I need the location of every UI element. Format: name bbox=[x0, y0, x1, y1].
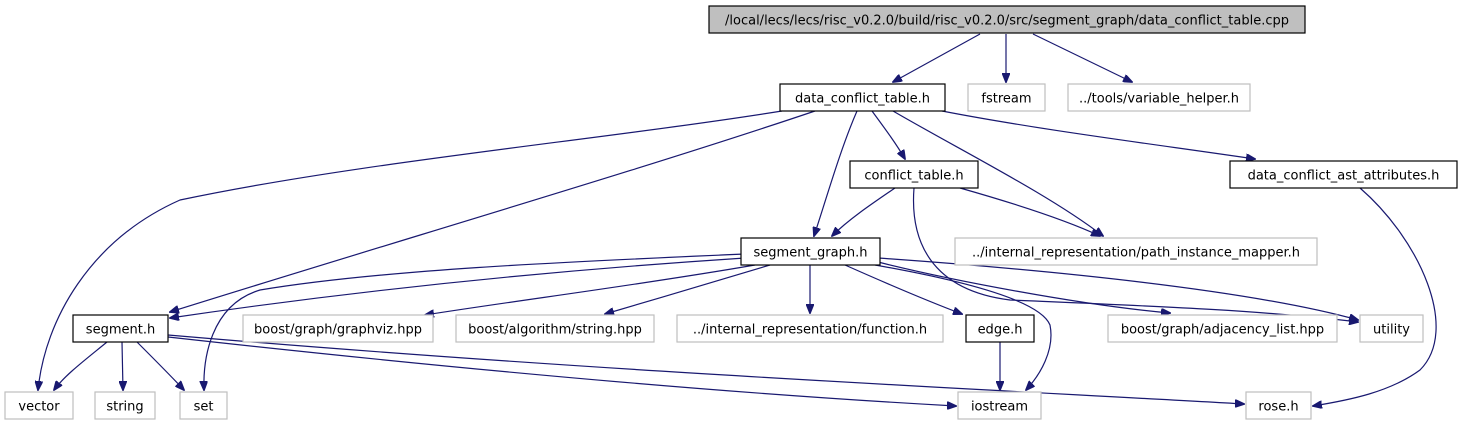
node-box bbox=[1229, 160, 1458, 189]
edge-dct_h-to-segment_h bbox=[170, 110, 816, 312]
node-vector[interactable]: vector bbox=[4, 391, 74, 420]
node-label: data_conflict_ast_attributes.h bbox=[1248, 169, 1440, 184]
edge-dct_h-to-segment_graph_h bbox=[814, 110, 858, 236]
node-box bbox=[179, 391, 228, 420]
edge-segment_graph_h-to-algstring bbox=[605, 264, 771, 314]
node-box bbox=[954, 237, 1318, 266]
node-box bbox=[1359, 314, 1424, 343]
node-box bbox=[849, 160, 979, 189]
node-box bbox=[72, 314, 169, 343]
edge-root-to-dct_h bbox=[893, 33, 981, 82]
node-fstream[interactable]: fstream bbox=[967, 83, 1046, 112]
node-box bbox=[957, 391, 1042, 420]
node-algstring[interactable]: boost/algorithm/string.hpp bbox=[455, 314, 655, 343]
node-box bbox=[1245, 391, 1312, 420]
node-box bbox=[740, 237, 881, 266]
edge-segment_h-to-iostream bbox=[167, 336, 956, 406]
node-box bbox=[676, 314, 944, 343]
node-label: boost/graph/graphviz.hpp bbox=[254, 323, 422, 338]
node-label: rose.h bbox=[1258, 400, 1298, 415]
node-label: edge.h bbox=[978, 323, 1023, 338]
node-box bbox=[779, 83, 946, 112]
node-pim-h[interactable]: ../internal_representation/path_instance… bbox=[954, 237, 1318, 266]
node-edge-h[interactable]: edge.h bbox=[965, 314, 1035, 343]
node-label: vector bbox=[18, 400, 60, 415]
node-label: conflict_table.h bbox=[864, 169, 963, 184]
edge-conflict_h-to-segment_graph_h bbox=[832, 187, 896, 236]
edge-dct_h-to-pim_h bbox=[892, 110, 1103, 236]
node-segment-graph-h[interactable]: segment_graph.h bbox=[740, 237, 881, 266]
node-box bbox=[4, 391, 74, 420]
nodes-layer: /local/lecs/lecs/risc_v0.2.0/build/risc_… bbox=[4, 5, 1458, 420]
node-label: utility bbox=[1373, 323, 1410, 338]
edge-dcaa_h-to-rose_h bbox=[1313, 187, 1437, 406]
node-utility[interactable]: utility bbox=[1359, 314, 1424, 343]
node-box bbox=[1067, 83, 1251, 112]
node-adjlist[interactable]: boost/graph/adjacency_list.hpp bbox=[1107, 314, 1338, 343]
node-string[interactable]: string bbox=[94, 391, 156, 420]
node-label: iostream bbox=[971, 400, 1028, 415]
edge-root-to-varhelper bbox=[1032, 33, 1132, 82]
edge-segment_h-to-vector bbox=[54, 341, 108, 390]
node-label: ../internal_representation/path_instance… bbox=[972, 246, 1300, 261]
edge-segment_graph_h-to-adjlist bbox=[877, 261, 1170, 313]
edge-segment_h-to-set bbox=[136, 341, 184, 390]
node-label: set bbox=[194, 400, 214, 415]
edge-segment_graph_h-to-segment_h bbox=[170, 257, 746, 318]
node-label: boost/algorithm/string.hpp bbox=[468, 323, 642, 338]
edge-segment_h-to-rose_h bbox=[167, 334, 1244, 404]
node-dcaa-h[interactable]: data_conflict_ast_attributes.h bbox=[1229, 160, 1458, 189]
node-segment-h[interactable]: segment.h bbox=[72, 314, 169, 343]
node-root[interactable]: /local/lecs/lecs/risc_v0.2.0/build/risc_… bbox=[708, 5, 1306, 34]
node-conflict-h[interactable]: conflict_table.h bbox=[849, 160, 979, 189]
node-label: string bbox=[106, 400, 143, 415]
edge-conflict_h-to-pim_h bbox=[959, 187, 1100, 236]
node-box bbox=[1107, 314, 1338, 343]
node-dct-h[interactable]: data_conflict_table.h bbox=[779, 83, 946, 112]
edges-layer bbox=[38, 33, 1437, 406]
node-box bbox=[708, 5, 1306, 34]
node-box bbox=[94, 391, 156, 420]
node-function-h[interactable]: ../internal_representation/function.h bbox=[676, 314, 944, 343]
node-graphviz[interactable]: boost/graph/graphviz.hpp bbox=[242, 314, 434, 343]
node-label: /local/lecs/lecs/risc_v0.2.0/build/risc_… bbox=[725, 14, 1289, 29]
edge-segment_graph_h-to-utility bbox=[877, 257, 1358, 320]
node-box bbox=[967, 83, 1046, 112]
edge-segment_graph_h-to-edge_h bbox=[844, 264, 962, 314]
node-label: ../tools/variable_helper.h bbox=[1079, 92, 1239, 107]
edge-conflict_h-to-utility bbox=[912, 187, 1358, 322]
node-box bbox=[455, 314, 655, 343]
node-label: ../internal_representation/function.h bbox=[693, 323, 927, 338]
node-label: fstream bbox=[981, 92, 1031, 107]
node-iostream[interactable]: iostream bbox=[957, 391, 1042, 420]
node-box bbox=[965, 314, 1035, 343]
node-label: segment_graph.h bbox=[754, 246, 868, 261]
node-label: boost/graph/adjacency_list.hpp bbox=[1121, 323, 1324, 338]
node-varhelper[interactable]: ../tools/variable_helper.h bbox=[1067, 83, 1251, 112]
node-label: segment.h bbox=[86, 323, 155, 338]
node-box bbox=[242, 314, 434, 343]
edge-dct_h-to-vector bbox=[38, 110, 783, 390]
node-set[interactable]: set bbox=[179, 391, 228, 420]
edge-segment_graph_h-to-iostream bbox=[874, 264, 1052, 390]
node-rose-h[interactable]: rose.h bbox=[1245, 391, 1312, 420]
edge-segment_graph_h-to-set bbox=[204, 253, 746, 390]
edge-segment_graph_h-to-graphviz bbox=[425, 264, 756, 315]
node-label: data_conflict_table.h bbox=[795, 92, 930, 107]
edge-segment_h-to-string bbox=[122, 341, 123, 390]
edge-dct_h-to-dcaa_h bbox=[941, 110, 1255, 159]
edge-dct_h-to-conflict_h bbox=[871, 110, 905, 159]
